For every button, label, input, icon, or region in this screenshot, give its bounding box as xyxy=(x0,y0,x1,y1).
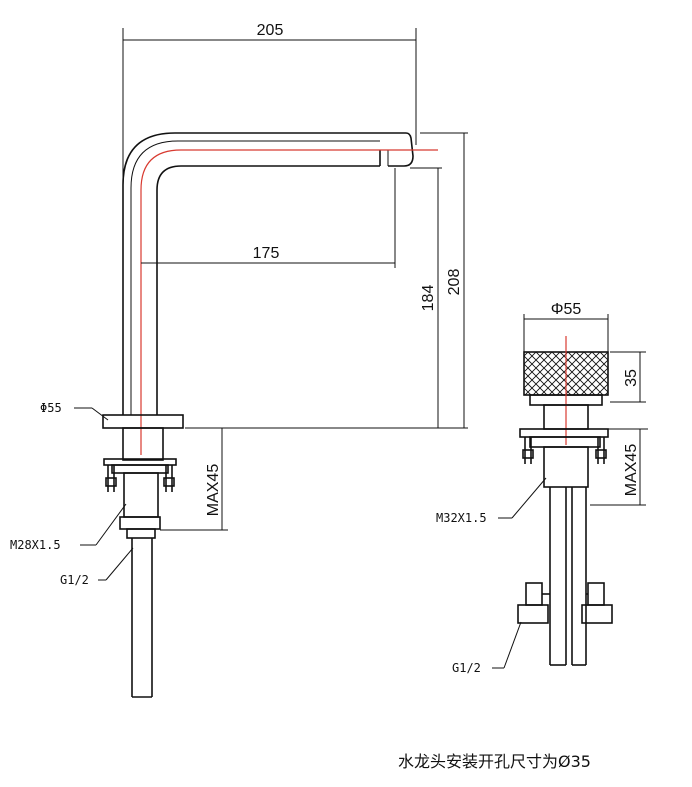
dimension-175: 175 xyxy=(141,168,396,268)
right-handle-diameter-dimension: Φ55 xyxy=(523,301,609,352)
dim-175-text: 175 xyxy=(253,245,280,262)
left-max45-dimension: MAX45 xyxy=(160,427,230,531)
right-max45-text: MAX45 xyxy=(623,444,640,497)
left-inlet-callout: G1/2 xyxy=(60,547,134,587)
left-thread-text: M28X1.5 xyxy=(10,538,61,552)
right-thread-text: M32X1.5 xyxy=(436,511,487,525)
right-inlet-text: G1/2 xyxy=(452,661,481,675)
dimension-208: 208 xyxy=(185,132,468,429)
right-thread-callout: M32X1.5 xyxy=(436,477,547,525)
right-valve-body xyxy=(517,404,613,666)
right-inlet-callout: G1/2 xyxy=(452,621,522,675)
dimension-184: 184 xyxy=(410,167,442,428)
right-max45-dimension: MAX45 xyxy=(590,428,648,506)
right-handle-height-text: 35 xyxy=(623,369,640,387)
left-thread-callout: M28X1.5 xyxy=(10,503,127,552)
right-handle-diameter-text: Φ55 xyxy=(551,301,582,318)
left-centerline xyxy=(140,149,438,455)
left-max45-text: MAX45 xyxy=(205,464,222,517)
left-base-plate xyxy=(102,414,184,429)
spout-body xyxy=(122,132,414,415)
right-handle-height-dimension: 35 xyxy=(610,351,646,403)
right-handle-view: Φ55 35 xyxy=(436,301,648,675)
dimension-205: 205 xyxy=(122,22,417,180)
left-base-diameter-text: Φ55 xyxy=(40,401,62,415)
installation-caption: 水龙头安装开孔尺寸为Ø35 xyxy=(398,752,591,771)
left-inlet-text: G1/2 xyxy=(60,573,89,587)
left-faucet-view: 205 175 184 xyxy=(10,22,468,698)
left-shank xyxy=(103,427,177,698)
left-base-diameter-callout: Φ55 xyxy=(40,401,109,421)
dim-205-text: 205 xyxy=(257,22,284,39)
dim-208-text: 208 xyxy=(446,269,463,296)
dim-184-text: 184 xyxy=(420,285,437,312)
